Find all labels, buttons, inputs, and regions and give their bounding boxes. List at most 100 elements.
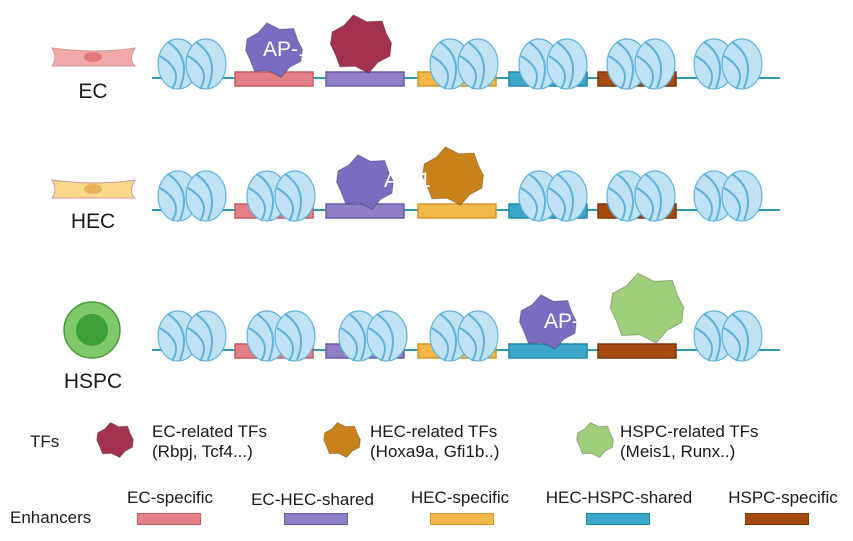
dna-wrap [348, 313, 366, 361]
tf-legend-ec-line1: EC-related TFs [152, 422, 267, 441]
dna-wrap [731, 313, 749, 361]
nucleosome [693, 38, 763, 90]
histone-disc [634, 170, 676, 222]
dna-wrap [695, 55, 713, 90]
dna-wrap [167, 41, 185, 89]
dna-wrap [276, 327, 294, 362]
dna-wrap [276, 187, 294, 222]
histone-disc [274, 170, 316, 222]
tf-legend-ec-line2: (Rbpj, Tcf4...) [152, 442, 253, 461]
tf-legend-hec-line1: HEC-related TFs [370, 422, 498, 441]
enhancer-legend-label-hec-hspc: HEC-HSPC-shared [545, 488, 693, 507]
dna-wrap [731, 173, 749, 221]
cell-label-ec: EC [78, 80, 108, 103]
dna-wrap [723, 187, 741, 222]
dna-wrap [159, 327, 177, 362]
histone-disc [185, 170, 227, 222]
dna-wrap [556, 41, 574, 89]
dna-wrap [248, 187, 266, 222]
enhancer-box [597, 343, 677, 359]
enhancer-swatch-hspc [745, 513, 809, 525]
enhancer-box [417, 203, 497, 219]
tf-legend-hec-text: HEC-related TFs (Hoxa9a, Gfi1b..) [370, 422, 499, 462]
dna-wrap [548, 55, 566, 90]
histone-disc [546, 170, 588, 222]
dna-wrap [159, 55, 177, 90]
dna-wrap [548, 187, 566, 222]
nucleosome [246, 310, 316, 362]
cofactor-protein [421, 146, 485, 206]
enhancer-swatch-ec [137, 513, 201, 525]
dna-wrap [703, 173, 721, 221]
nucleosome [338, 310, 408, 362]
dna-wrap [459, 327, 477, 362]
dna-wrap [187, 327, 205, 362]
histone-disc [721, 310, 763, 362]
dna-wrap [195, 313, 213, 361]
dna-wrap [703, 41, 721, 89]
dna-wrap [703, 313, 721, 361]
dna-wrap [284, 173, 302, 221]
dna-wrap [467, 313, 485, 361]
dna-wrap [608, 187, 626, 222]
dna-wrap [340, 327, 358, 362]
ap1-protein [335, 154, 395, 210]
nucleosome [606, 38, 676, 90]
dna-wrap [167, 313, 185, 361]
tf-legend-ec-text: EC-related TFs (Rbpj, Tcf4...) [152, 422, 267, 462]
enhancer-swatch-hec-hspc [586, 513, 650, 525]
ap1-label-hec: AP-1 [384, 169, 431, 192]
dna-wrap [431, 327, 449, 362]
nucleosome [157, 38, 227, 90]
dna-wrap [528, 173, 546, 221]
dna-wrap [520, 55, 538, 90]
dna-wrap [256, 313, 274, 361]
dna-wrap [368, 327, 386, 362]
enhancer-legend-label-ec: EC-specific [127, 488, 213, 507]
cell-nucleus [84, 52, 102, 62]
dna-wrap [616, 41, 634, 89]
nucleosome [693, 170, 763, 222]
enhancer-legend-label-hspc: HSPC-specific [728, 488, 838, 507]
ap1-protein [244, 22, 304, 78]
histone-disc [457, 310, 499, 362]
dna-wrap [187, 187, 205, 222]
dna-wrap [644, 173, 662, 221]
tf-legend-icon [96, 421, 135, 459]
dna-wrap [467, 41, 485, 89]
dna-wrap [723, 327, 741, 362]
dna-wrap [248, 327, 266, 362]
tf-legend-hec-line2: (Hoxa9a, Gfi1b..) [370, 442, 500, 461]
histone-disc [634, 38, 676, 90]
nucleosome [693, 310, 763, 362]
dna-wrap [528, 41, 546, 89]
dna-wrap [195, 41, 213, 89]
tf-legend-hspc-text: HSPC-related TFs (Meis1, Runx..) [620, 422, 759, 462]
dna-wrap [167, 173, 185, 221]
cofactor-protein [609, 272, 685, 344]
cell-nucleus [84, 184, 102, 194]
histone-disc [721, 38, 763, 90]
dna-wrap [439, 41, 457, 89]
nucleosome [429, 38, 499, 90]
nucleosome [518, 38, 588, 90]
enhancer-box [325, 71, 405, 87]
dna-wrap [731, 41, 749, 89]
dna-wrap [159, 187, 177, 222]
cell-nucleus [76, 314, 108, 346]
cofactor-protein [329, 14, 393, 74]
nucleosome [157, 170, 227, 222]
dna-wrap [187, 55, 205, 90]
dna-wrap [723, 55, 741, 90]
enhancer-swatch-ec-hec [284, 513, 348, 525]
histone-disc [546, 38, 588, 90]
histone-disc [366, 310, 408, 362]
enhancer-swatch-hec [430, 513, 494, 525]
dna-wrap [695, 327, 713, 362]
tf-legend-icon [576, 421, 615, 459]
nucleosome [157, 310, 227, 362]
histone-disc [274, 310, 316, 362]
tf-legend-icon [323, 421, 362, 459]
tf-legend-hspc-line1: HSPC-related TFs [620, 422, 759, 441]
